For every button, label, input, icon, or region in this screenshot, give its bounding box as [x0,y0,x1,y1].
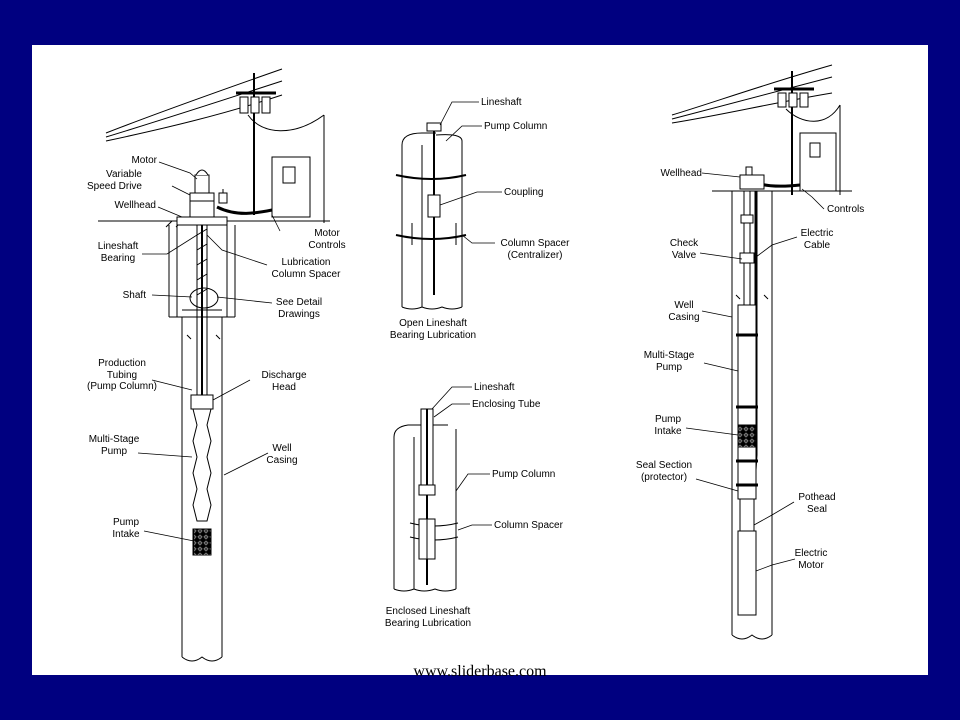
label-check-valve: Check Valve [669,238,699,261]
label-well-casing-lineshaft: Well Casing [266,443,298,466]
well-pump-drawing [98,64,852,662]
lineshaft-pump-diagram [98,68,330,662]
leader-lines [137,101,825,572]
slide: Motor Variable Speed Drive Wellhead Moto… [32,45,928,675]
label-electric-motor: Electric Motor [794,548,828,571]
label-discharge-head: Discharge Head [261,370,307,393]
label-coupling: Coupling [504,187,544,198]
submersible-pump-diagram [671,64,852,640]
label-see-detail-drawings: See Detail Drawings [275,297,323,320]
open-lineshaft-detail [395,122,467,310]
label-pothead-seal: Pothead Seal [798,492,836,515]
label-pump-intake-lineshaft: Pump Intake [112,517,140,540]
label-electric-cable: Electric Cable [800,228,834,251]
label-column-spacer-centralizer: Column Spacer (Centralizer) [500,238,570,261]
label-open-lineshaft-caption: Open Lineshaft Bearing Lubrication [389,318,477,341]
label-multistage-pump-lineshaft: Multi-Stage Pump [88,434,140,457]
label-variable-speed-drive: Variable Speed Drive [86,169,142,192]
label-lineshaft-enclosed: Lineshaft [474,382,515,393]
label-pump-column-open: Pump Column [484,121,548,132]
label-wellhead-submersible: Wellhead [660,168,702,179]
label-wellhead-lineshaft: Wellhead [114,200,156,211]
label-column-spacer-enclosed: Column Spacer [494,520,563,531]
label-controls: Controls [827,204,865,215]
label-pump-intake-submersible: Pump Intake [654,414,682,437]
label-shaft: Shaft [122,290,146,301]
label-multistage-pump-submersible: Multi-Stage Pump [643,350,695,373]
label-lubrication-column-spacer: Lubrication Column Spacer [271,257,341,280]
label-pump-column-enclosed: Pump Column [492,469,556,480]
label-motor: Motor [131,155,157,166]
label-enclosing-tube: Enclosing Tube [472,399,541,410]
enclosed-lineshaft-detail [393,408,459,592]
label-enclosed-lineshaft-caption: Enclosed Lineshaft Bearing Lubrication [384,606,472,629]
label-lineshaft-open: Lineshaft [481,97,522,108]
label-motor-controls: Motor Controls [308,228,346,251]
label-production-tubing: Production Tubing (Pump Column) [86,358,158,392]
footer-watermark: www.sliderbase.com [413,663,547,680]
label-seal-section: Seal Section (protector) [635,460,693,483]
label-well-casing-submersible: Well Casing [668,300,700,323]
label-lineshaft-bearing: Lineshaft Bearing [97,241,139,264]
